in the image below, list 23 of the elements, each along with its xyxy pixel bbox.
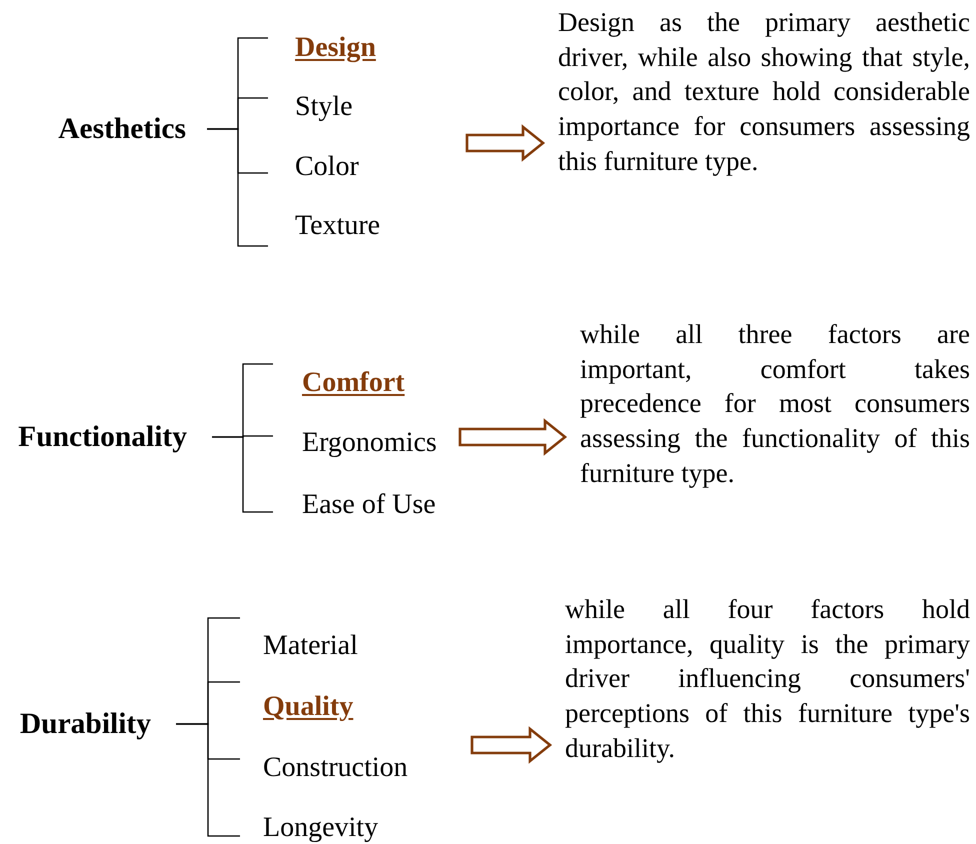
category-label: Functionality (18, 420, 187, 454)
block-arrow (466, 124, 546, 162)
factor-label: Ease of Use (302, 489, 436, 521)
factor-label: Material (263, 630, 358, 662)
category-label: Aesthetics (58, 112, 186, 146)
category-label: Durability (20, 708, 151, 740)
bracket-line (176, 723, 240, 837)
block-arrow (470, 726, 552, 764)
highlighted-factor-label: Quality (263, 691, 354, 723)
factor-label: Ergonomics (302, 427, 437, 459)
highlighted-factor-label: Design (295, 32, 376, 64)
bracket-line (212, 436, 273, 513)
factor-label: Style (295, 91, 353, 123)
description-text: while all four factors hold importance, quality is the primary driver influencing consumers' perceptions of this furniture type's durability. (565, 593, 970, 765)
factor-label: Color (295, 151, 359, 183)
factor-label: Texture (295, 210, 380, 242)
description-text: Design as the primary aesthetic driver, while also showing that style, color, and texture hold considerable importance for consumers assessing this furniture type. (558, 6, 970, 178)
bracket-line (207, 128, 268, 247)
description-text: while all three factors are important, comfort takes precedence for most consumers assessing the functionality of this furniture type. (580, 318, 970, 490)
factor-label: Construction (263, 752, 408, 784)
block-arrow (458, 418, 568, 456)
factor-label: Longevity (263, 812, 378, 844)
highlighted-factor-label: Comfort (302, 367, 405, 399)
